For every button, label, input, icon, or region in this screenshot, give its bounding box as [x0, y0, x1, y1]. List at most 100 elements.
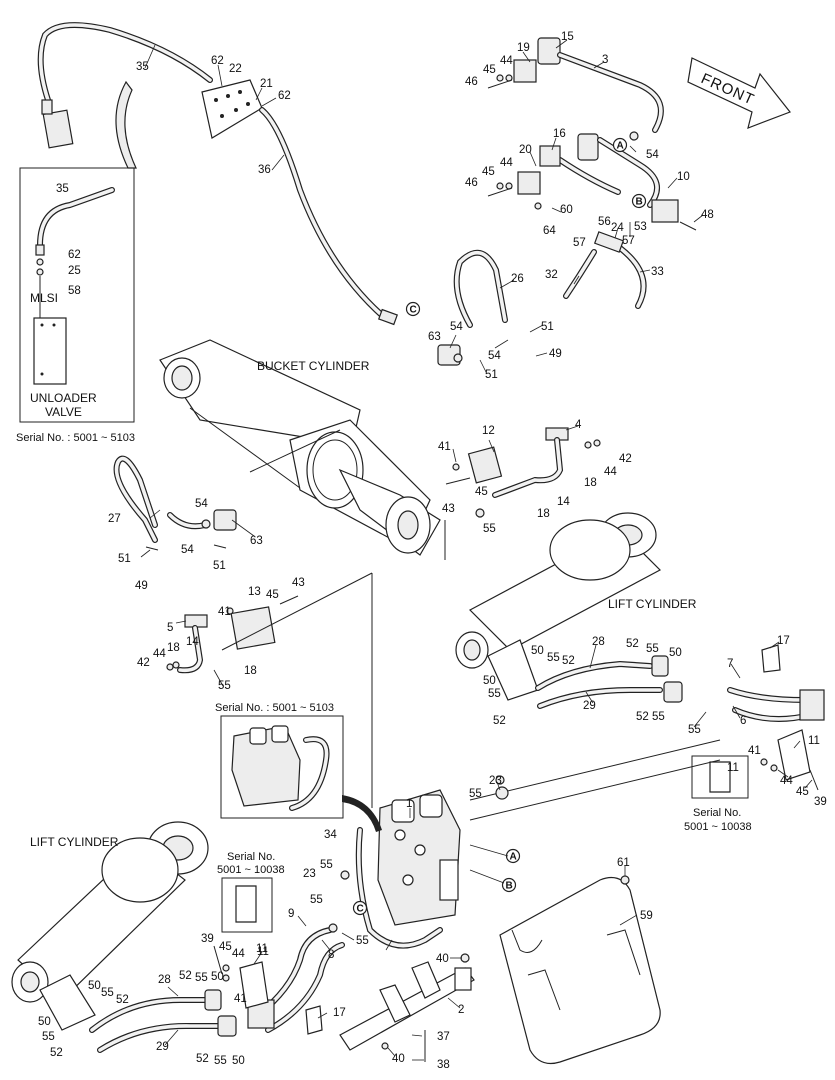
callout: 32 [545, 269, 558, 281]
callout: 53 [634, 221, 647, 233]
callout: 17 [333, 1007, 346, 1019]
callout: 62 [211, 55, 224, 67]
callout: 59 [640, 910, 653, 922]
callout: 50 [88, 980, 101, 992]
unloader-label-1: UNLOADER [30, 391, 97, 405]
front-arrow: FRONT [687, 57, 791, 129]
callout: 41 [234, 993, 247, 1005]
callout: 49 [135, 580, 148, 592]
callout: 52 [50, 1047, 63, 1059]
serial-note-10038-b-2: 5001 ~ 10038 [684, 821, 752, 833]
callout: 45 [266, 589, 279, 601]
callout: 55 [310, 894, 323, 906]
pipe-3 [513, 37, 664, 133]
callout: 52 [636, 711, 649, 723]
callout: 26 [511, 273, 524, 285]
callout: 42 [137, 657, 150, 669]
callout: 43 [292, 577, 305, 589]
callout: 37 [437, 1031, 450, 1043]
callout: 55 [195, 972, 208, 984]
bracket-22 [201, 79, 263, 139]
callout: 27 [108, 513, 121, 525]
lift-cylinder-right [455, 512, 661, 701]
callout: 4 [575, 419, 582, 431]
callout: 51 [485, 369, 498, 381]
callout: 50 [531, 645, 544, 657]
ref-b-top: B [631, 193, 647, 209]
plate-59 [499, 877, 661, 1065]
callout: 17 [777, 635, 790, 647]
callout: 55 [42, 1031, 55, 1043]
callout: 63 [428, 331, 441, 343]
callout: 39 [201, 933, 214, 945]
callout: 15 [561, 31, 574, 43]
callout: 52 [562, 655, 575, 667]
callout: 42 [619, 453, 632, 465]
callout: 44 [500, 55, 513, 67]
inset-bracket-11-left [221, 877, 273, 933]
callout: 55 [483, 523, 496, 535]
callout: 18 [537, 508, 550, 520]
hose-35 [37, 22, 213, 149]
callout: 57 [573, 237, 586, 249]
mlsi-label: MLSI [30, 291, 58, 305]
bracket-11-right [777, 729, 811, 781]
bracket-2 [339, 961, 475, 1062]
callout: 29 [583, 700, 596, 712]
callout: 29 [156, 1041, 169, 1053]
serial-note-5103-a: Serial No. : 5001 ~ 5103 [16, 432, 135, 444]
callout: 50 [38, 1016, 51, 1028]
pipe-27 [113, 455, 237, 543]
callout: 62 [68, 249, 81, 261]
callout: 12 [482, 425, 495, 437]
callout: 28 [592, 636, 605, 648]
callout: 34 [324, 829, 337, 841]
callout: 44 [232, 948, 245, 960]
callout: 55 [488, 688, 501, 700]
ref-c-top: C [405, 301, 421, 317]
lift-cylinder-right-label: LIFT CYLINDER [608, 597, 697, 611]
callout: 55 [646, 643, 659, 655]
serial-note-10038-b-1: Serial No. [693, 807, 741, 819]
lift-cylinder-left [11, 821, 209, 1031]
callout: 41 [748, 745, 761, 757]
callout: 18 [244, 665, 257, 677]
callout: 43 [442, 503, 455, 515]
callout: 50 [232, 1055, 245, 1067]
callout: 44 [604, 466, 617, 478]
callout: 11 [256, 943, 268, 955]
callout: 57 [622, 235, 635, 247]
callout: 39 [814, 796, 827, 808]
callout: 14 [186, 636, 199, 648]
callout: 11 [727, 762, 739, 774]
callout: 14 [557, 496, 570, 508]
callout: 1 [406, 798, 412, 810]
svg-text:C: C [410, 305, 417, 316]
callout: 41 [438, 441, 451, 453]
callout: 63 [250, 535, 263, 547]
callout: 25 [68, 265, 81, 277]
callout: 45 [475, 486, 488, 498]
pipes-left-lift [89, 927, 345, 1053]
callout: 52 [493, 715, 506, 727]
callout: 44 [780, 775, 793, 787]
pipe-26 [437, 249, 508, 366]
callout: 40 [436, 953, 449, 965]
svg-text:B: B [506, 881, 513, 892]
svg-text:A: A [510, 852, 517, 863]
callout: 51 [213, 560, 226, 572]
hose-36 [259, 107, 398, 326]
callout: 6 [740, 715, 746, 727]
callout: 54 [488, 350, 501, 362]
svg-text:A: A [617, 141, 624, 152]
serial-note-10038-a-1: Serial No. [227, 851, 275, 863]
callout: 55 [469, 788, 482, 800]
callout: 49 [549, 348, 562, 360]
callout: 41 [218, 606, 231, 618]
callout: 52 [179, 970, 192, 982]
callout: 45 [482, 166, 495, 178]
callout: 54 [181, 544, 194, 556]
callout: 18 [584, 477, 597, 489]
callout: 55 [218, 680, 231, 692]
